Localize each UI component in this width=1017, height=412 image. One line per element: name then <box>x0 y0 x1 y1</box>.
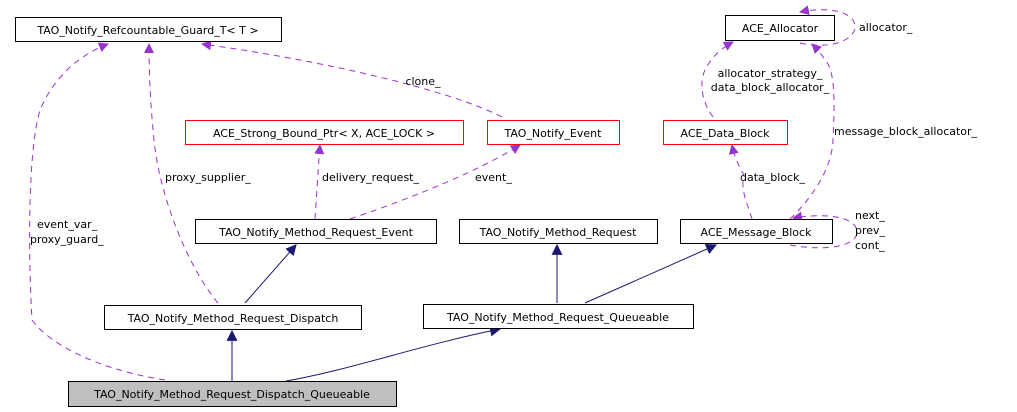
node-label: TAO_Notify_Method_Request_Queueable <box>446 311 669 324</box>
node-guard[interactable]: TAO_Notify_Refcountable_Guard_T< T > <box>15 17 282 42</box>
edge-label-data-block-allocator: data_block_allocator_ <box>711 81 830 94</box>
node-label: ACE_Allocator <box>742 22 819 35</box>
edge-inherit-queueable-msgblock <box>584 243 718 304</box>
node-method-request-dispatch[interactable]: TAO_Notify_Method_Request_Dispatch <box>104 305 362 330</box>
edge-message-block-allocator <box>789 43 835 220</box>
edge-event <box>349 144 521 220</box>
edge-label-delivery-request: delivery_request_ <box>322 171 419 184</box>
edge-label-data-block: data_block_ <box>740 171 805 184</box>
edge-label-event: event_ <box>475 171 512 184</box>
edge-label-proxy-guard: proxy_guard_ <box>30 233 104 246</box>
edge-allocator-strategy <box>701 41 734 118</box>
node-label: TAO_Notify_Method_Request_Event <box>218 226 414 239</box>
node-method-request[interactable]: TAO_Notify_Method_Request <box>459 219 658 244</box>
node-method-request-queueable[interactable]: TAO_Notify_Method_Request_Queueable <box>423 304 694 329</box>
node-label: TAO_Notify_Method_Request_Dispatch_Queue… <box>93 388 370 401</box>
node-ace-message-block[interactable]: ACE_Message_Block <box>680 219 833 244</box>
node-ace-allocator[interactable]: ACE_Allocator <box>725 15 835 41</box>
edge-data-block <box>728 144 753 220</box>
edge-delivery-request <box>314 144 325 220</box>
edge-label-allocator: allocator_ <box>859 21 913 34</box>
edge-label-event-var: event_var_ <box>37 218 98 231</box>
edge-label-prev: prev_ <box>855 224 886 237</box>
edge-label-proxy-supplier: proxy_supplier_ <box>165 171 251 184</box>
node-label: TAO_Notify_Refcountable_Guard_T< T > <box>36 24 258 37</box>
edge-clone <box>201 40 503 118</box>
edge-label-cont: cont_ <box>855 239 885 252</box>
node-ace-strong-bound-ptr[interactable]: ACE_Strong_Bound_Ptr< X, ACE_LOCK > <box>185 120 464 145</box>
node-label: TAO_Notify_Event <box>504 127 603 140</box>
edge-label-message-block-allocator: message_block_allocator_ <box>834 125 978 138</box>
node-label: ACE_Strong_Bound_Ptr< X, ACE_LOCK > <box>213 127 435 140</box>
node-label: ACE_Data_Block <box>681 127 771 140</box>
edge-label-next: next_ <box>855 209 885 222</box>
edge-label-allocator-strategy: allocator_strategy_ <box>718 67 823 80</box>
edge-proxy-supplier <box>144 43 219 304</box>
node-tao-notify-event[interactable]: TAO_Notify_Event <box>487 120 620 145</box>
node-label: ACE_Message_Block <box>701 226 813 239</box>
edge-label-clone: clone_ <box>405 75 441 88</box>
node-ace-data-block[interactable]: ACE_Data_Block <box>663 120 788 145</box>
edge-msg-block-self <box>789 211 858 249</box>
edge-inherit-dispatch-reqevent <box>244 244 297 304</box>
node-dispatch-queueable-focus[interactable]: TAO_Notify_Method_Request_Dispatch_Queue… <box>68 381 397 407</box>
node-label: TAO_Notify_Method_Request <box>479 226 637 239</box>
edge-allocator-self <box>799 5 856 46</box>
node-label: TAO_Notify_Method_Request_Dispatch <box>127 312 339 325</box>
edge-inherit-dq-queueable <box>285 325 502 382</box>
node-method-request-event[interactable]: TAO_Notify_Method_Request_Event <box>195 219 437 244</box>
